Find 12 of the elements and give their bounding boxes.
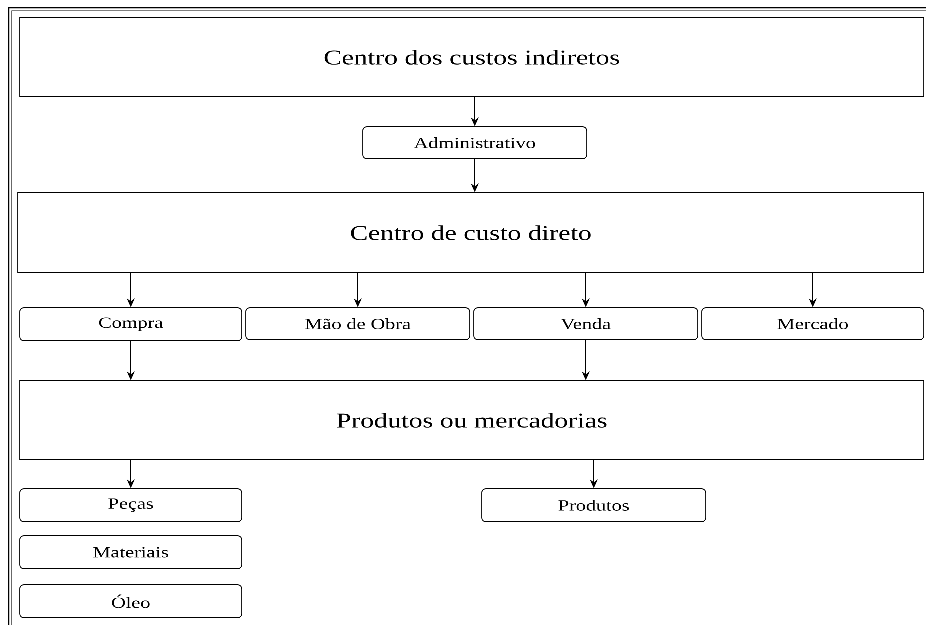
label-box: Mão de Obra	[246, 308, 470, 340]
label-box: Produtos	[482, 488, 706, 522]
text-box: Produtos ou mercadorias	[20, 380, 924, 460]
label-box: Administrativo	[362, 126, 588, 160]
text-box: Centro de custo direto	[18, 192, 924, 274]
label-box: Venda	[474, 308, 698, 340]
label-box: Materiais	[20, 536, 242, 570]
label-box: Compra	[20, 308, 242, 342]
text-box: Centro dos custos indiretos	[20, 18, 924, 98]
label-box: Óleo	[20, 584, 242, 618]
label-box: Mercado	[702, 308, 924, 340]
label-box: Peças	[20, 488, 242, 522]
